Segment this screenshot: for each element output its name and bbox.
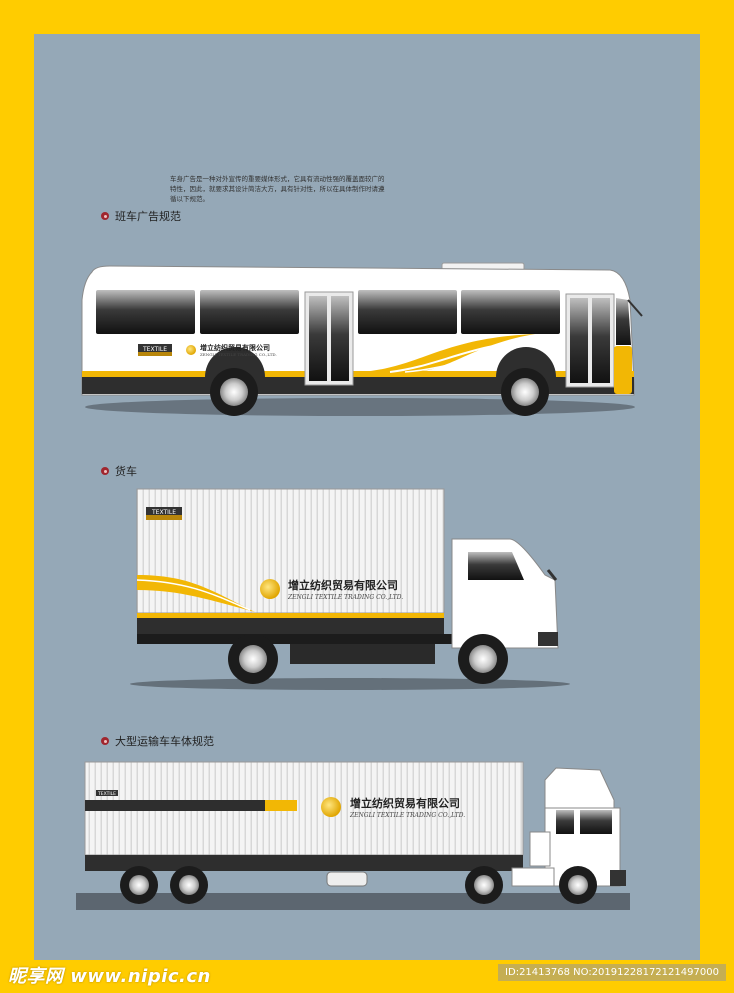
truck-swoosh — [137, 575, 255, 612]
bus-title-text: 班车广告规范 — [115, 210, 181, 223]
watermark-site: 昵享网 www.nipic.cn — [8, 966, 211, 987]
truck-section-title: 货车 — [101, 463, 137, 479]
truck-hub — [469, 645, 497, 673]
bus-swoosh — [360, 334, 535, 372]
bus-hub — [511, 378, 539, 406]
trailer-textile-tag: TEXTILE — [97, 791, 116, 797]
company-logo-icon — [260, 579, 280, 599]
trailer-company-en: ZENGLI TEXTILE TRADING CO.,LTD. — [349, 812, 465, 819]
truck-chassis — [137, 634, 455, 644]
truck-cab-window — [468, 552, 524, 580]
bus-window — [358, 290, 457, 334]
bus-hub — [220, 378, 248, 406]
section-bullet-icon — [101, 467, 109, 475]
truck-dark-band — [137, 618, 444, 634]
bus-front-lights — [614, 346, 632, 394]
bus-company-en: ZENGLI TEXTILE TRADING CO.,LTD. — [200, 352, 277, 357]
trailer-dark-bar — [85, 800, 265, 811]
bus-company-cn: 增立纺织贸易有限公司 — [200, 343, 270, 352]
textile-tag-icon — [96, 790, 118, 796]
truck-illustration: TEXTILE 增立纺织贸易有限公司 ZENGLI TEXTILE TRADIN… — [130, 488, 570, 690]
truck-bumper — [538, 632, 558, 646]
fuel-tank — [326, 871, 368, 887]
truck-textile-tag: TEXTILE — [151, 509, 176, 516]
bus-window — [200, 290, 299, 334]
trailer-base — [85, 855, 523, 871]
trailer-shadow — [76, 893, 630, 910]
tractor-windshield — [580, 810, 612, 834]
truck-company-en: ZENGLI TEXTILE TRADING CO.,LTD. — [287, 594, 403, 601]
textile-tag-icon — [146, 507, 182, 515]
truck-side-guard — [290, 644, 435, 664]
bus-section-title: 班车广告规范 — [101, 208, 181, 224]
section-bullet-icon — [101, 212, 109, 220]
company-logo-icon — [186, 345, 196, 355]
section-bullet-icon — [101, 737, 109, 745]
company-logo-icon — [321, 797, 341, 817]
trailer-company-cn: 增立纺织贸易有限公司 — [350, 796, 460, 810]
bus-window — [96, 290, 195, 334]
truck-shadow — [130, 678, 570, 690]
intro-paragraph: 车身广告是一种对外宣传的重要媒体形式，它具有流动性强的覆盖面较广的特性，因此，就… — [170, 175, 385, 203]
tractor-step — [511, 867, 555, 887]
trailer-illustration: TEXTILE 增立纺织贸易有限公司 ZENGLI TEXTILE TRADIN… — [76, 761, 630, 910]
tractor-bumper — [610, 870, 626, 886]
truck-hub — [239, 645, 267, 673]
trailer-section-title: 大型运输车车体规范 — [101, 733, 214, 749]
tractor-side-window — [556, 810, 574, 834]
tractor-roof-fairing — [544, 767, 615, 811]
bus-shadow — [85, 398, 635, 416]
bus-window — [461, 290, 560, 334]
bus-door-glass — [570, 298, 588, 383]
bus-windshield — [616, 298, 631, 345]
trailer-yellow-bar — [265, 800, 297, 811]
bus-textile-tag: TEXTILE — [142, 346, 167, 353]
bus-swoosh-line — [389, 339, 541, 373]
bus-door-glass — [331, 296, 349, 381]
trailer-title-text: 大型运输车车体规范 — [115, 735, 214, 748]
truck-company-cn: 增立纺织贸易有限公司 — [288, 578, 398, 592]
truck-mirror — [546, 569, 558, 581]
bus-yellow-stripe — [82, 371, 634, 377]
watermark-id: ID:21413768 NO:20191228172121497000 — [498, 964, 726, 981]
bus-door-glass — [592, 298, 610, 383]
bus-illustration: TEXTILE 增立纺织贸易有限公司 ZENGLI TEXTILE TRADIN… — [81, 262, 643, 416]
truck-yellow-stripe — [137, 613, 444, 618]
tractor-tank — [529, 831, 551, 867]
textile-tag-icon — [138, 344, 172, 352]
bus-mirror-arm — [627, 299, 643, 317]
bus-skirt — [82, 377, 634, 394]
bus-door-glass — [309, 296, 327, 381]
truck-title-text: 货车 — [115, 465, 137, 478]
